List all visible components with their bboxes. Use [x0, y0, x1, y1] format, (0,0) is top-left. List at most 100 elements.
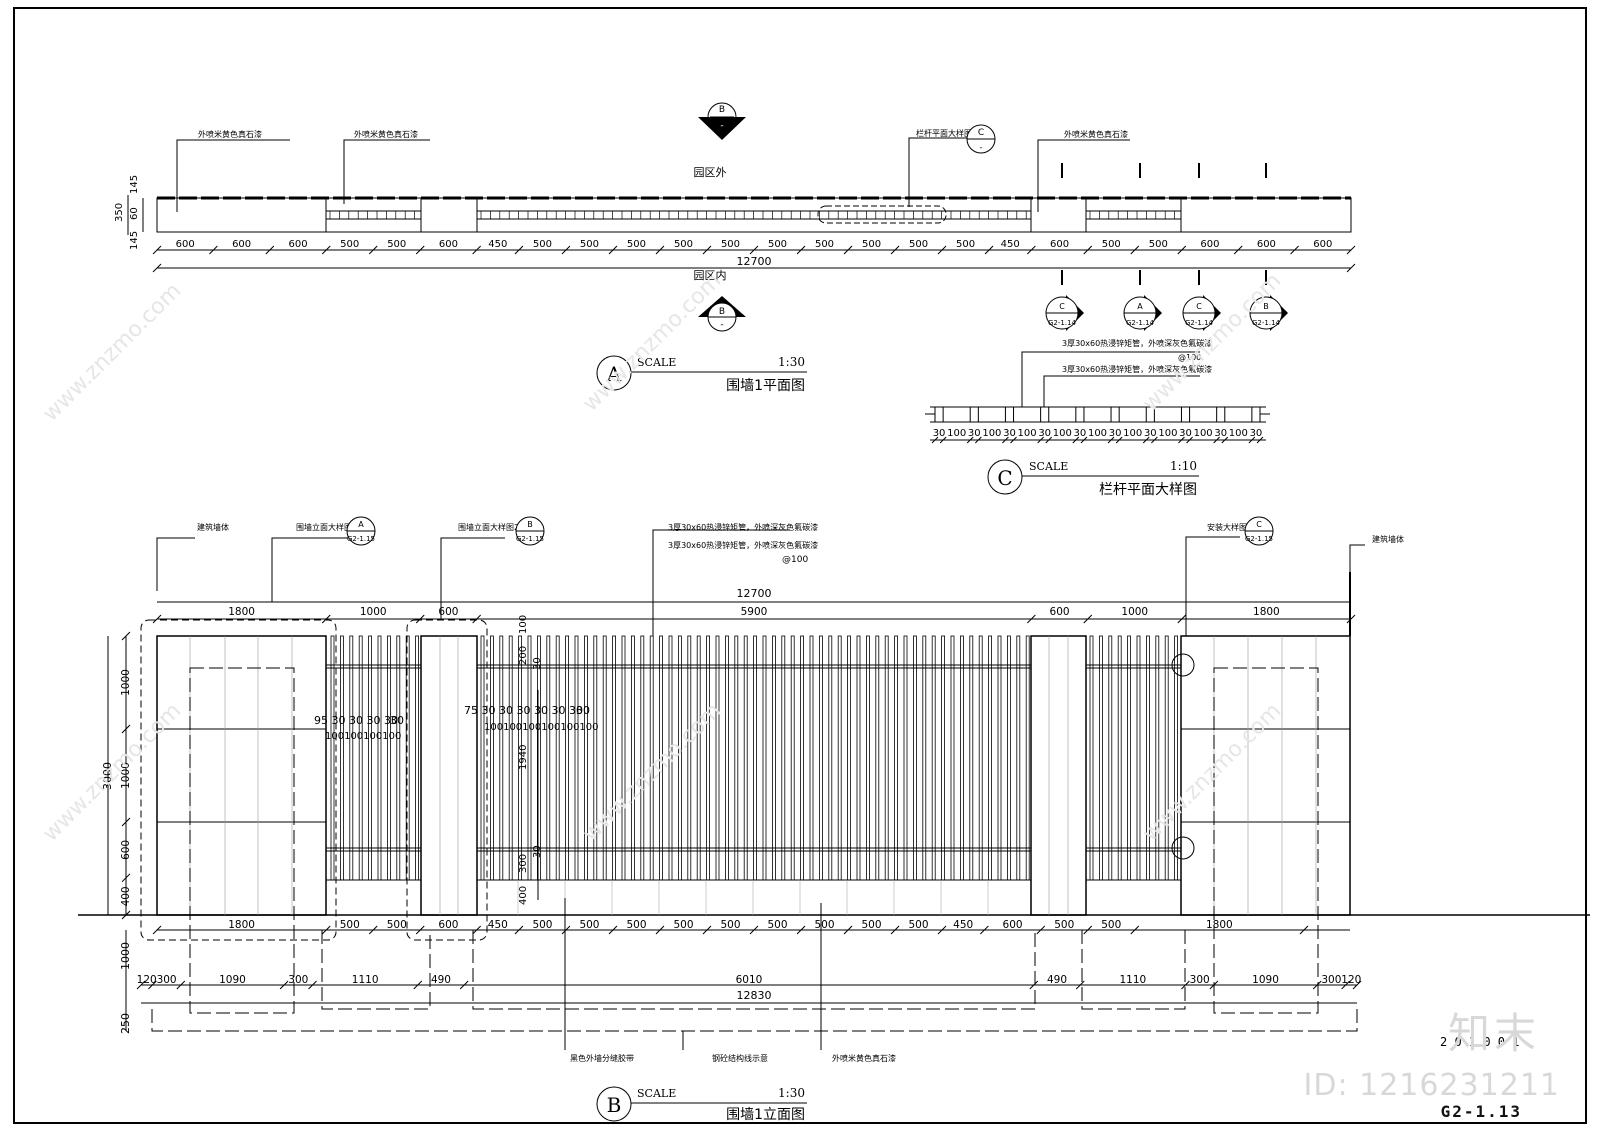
plan-left-total: 350 [114, 203, 125, 222]
dim-label: 300 [1190, 974, 1210, 986]
elev-vert-dim-1: 100 [518, 615, 529, 634]
detail-c-dim-label: 100 [1194, 428, 1213, 439]
elev-rail-dims-2c: 30 [576, 704, 590, 717]
detail-c-dim-label: 30 [968, 428, 981, 439]
detail-c [925, 351, 1270, 444]
plan-dim-label: 600 [1257, 239, 1276, 250]
dim-label: 450 [488, 919, 508, 931]
plan-title: A SCALE 1:30 围墙1平面图 [596, 355, 807, 394]
plan-dim-label: 500 [580, 239, 599, 250]
scale-word: SCALE [637, 1087, 676, 1100]
elev-rail-dims-2: 75 30 30 30 30 30 30 [464, 704, 583, 717]
plan-callout-2: CG2-1.14 [1182, 295, 1221, 331]
plan-dim-label: 600 [1050, 239, 1069, 250]
plan-callout-1: AG2-1.14 [1123, 295, 1162, 331]
elevation-title: B SCALE 1:30 围墙1立面图 [596, 1086, 807, 1123]
elev-note-tube-1: 3厚30x60热浸锌矩管，外喷深灰色氟碳漆 [668, 522, 818, 532]
plan-left-dim-2: 60 [129, 207, 140, 220]
plan-dim-label: 600 [439, 239, 458, 250]
dim-label: 500 [1054, 919, 1074, 931]
callout-ref: G2-1.14 [1185, 319, 1214, 327]
dim-label: 500 [673, 919, 693, 931]
detail-c-spacing: @100 [1178, 353, 1201, 362]
detail-c-dim-label: 100 [1053, 428, 1072, 439]
dim-label: 450 [953, 919, 973, 931]
callout-letter: B [1263, 302, 1269, 311]
plan-dim-label: 500 [674, 239, 693, 250]
dim-label: 300 [157, 974, 177, 986]
dim-label: 490 [431, 974, 451, 986]
dim-label: 500 [340, 919, 360, 931]
dim-label: 600 [438, 919, 458, 931]
detail-c-dim-label: 100 [1158, 428, 1177, 439]
section-sub: - [720, 320, 723, 330]
label-park-outside: 园区外 [694, 166, 727, 179]
svg-text:B: B [527, 520, 533, 529]
detail-c-dim-label: 30 [1250, 428, 1263, 439]
elev-top-total: 12700 [737, 587, 772, 600]
section-marker-bottom: B - [698, 296, 746, 332]
plan-dim-label: 500 [340, 239, 359, 250]
svg-text:G2-1.15: G2-1.15 [516, 535, 544, 543]
elev-rail-dims-2b: 100100100100100100 [484, 722, 599, 733]
elev-left-dim-label: 400 [120, 886, 132, 906]
detail-c-dim-label: 100 [1229, 428, 1248, 439]
dim-label: 1110 [352, 974, 379, 986]
dim-label: 500 [814, 919, 834, 931]
elev-note-spacing: @100 [782, 555, 808, 565]
title-letter: B [607, 1093, 622, 1117]
dim-label: 1800 [228, 606, 255, 618]
elev-note-detail-2: 围墙立面大样图2 [458, 522, 519, 532]
title-letter: A [606, 362, 622, 386]
plan-dim-label: 500 [1149, 239, 1168, 250]
plan-view-a [127, 137, 1356, 285]
detail-c-dim-label: 30 [1144, 428, 1157, 439]
dim-label: 500 [387, 919, 407, 931]
elev-found-total: 12830 [737, 989, 772, 1002]
elev-left-dim-label: 600 [120, 840, 132, 860]
elev-vert-dim-2: 200 [518, 646, 529, 665]
plan-dim-label: 500 [815, 239, 834, 250]
elev-vert-dim-5: 30 [532, 845, 543, 858]
elev-left-dim-label: 1000 [120, 762, 132, 789]
dim-label: 500 [720, 919, 740, 931]
callout-letter: C [1059, 302, 1065, 311]
elev-vert-dim-3: 30 [532, 657, 543, 670]
scale-word: SCALE [1029, 460, 1068, 473]
detail-c-dim-label: 100 [1018, 428, 1037, 439]
detail-c-dim-label: 30 [1074, 428, 1087, 439]
detail-c-dim-label: 100 [1123, 428, 1142, 439]
plan-detail-callout: C - [966, 124, 996, 154]
elev-callout-c: C G2-1.15 [1244, 516, 1274, 546]
detail-c-dim-label: 30 [1214, 428, 1227, 439]
elev-below-dim-1: 1000 [119, 942, 132, 970]
detail-c-dim-label: 30 [1109, 428, 1122, 439]
stamp-small: 2 0 1 0 0 1 [1440, 1035, 1519, 1049]
callout-ref: G2-1.14 [1252, 319, 1281, 327]
elev-rail-dims-1c: 30 [390, 714, 404, 727]
detail-c-dim-label: 30 [1179, 428, 1192, 439]
callout-ref: G2-1.14 [1126, 319, 1155, 327]
plan-dim-label: 600 [232, 239, 251, 250]
detail-c-dim-label: 100 [1088, 428, 1107, 439]
plan-total-dim: 12700 [737, 255, 772, 268]
detail-c-dim-label: 30 [1003, 428, 1016, 439]
dim-label: 300 [1321, 974, 1341, 986]
brand-watermark: 知末 [1447, 1009, 1540, 1058]
title-name: 栏杆平面大样图 [1099, 482, 1197, 498]
dim-label: 5900 [741, 606, 768, 618]
dim-label: 490 [1047, 974, 1067, 986]
dim-label: 500 [626, 919, 646, 931]
svg-text:C: C [1256, 520, 1262, 529]
dim-label: 1800 [228, 919, 255, 931]
dim-label: 120 [1341, 974, 1361, 986]
elev-note-building-wall-left: 建筑墙体 [197, 522, 229, 532]
elev-vert-dim-4: 1940 [518, 745, 529, 770]
plan-dim-label: 500 [533, 239, 552, 250]
plan-callout-0: CG2-1.14 [1045, 295, 1084, 331]
plan-note-right: 外喷米黄色真石漆 [1064, 129, 1128, 139]
